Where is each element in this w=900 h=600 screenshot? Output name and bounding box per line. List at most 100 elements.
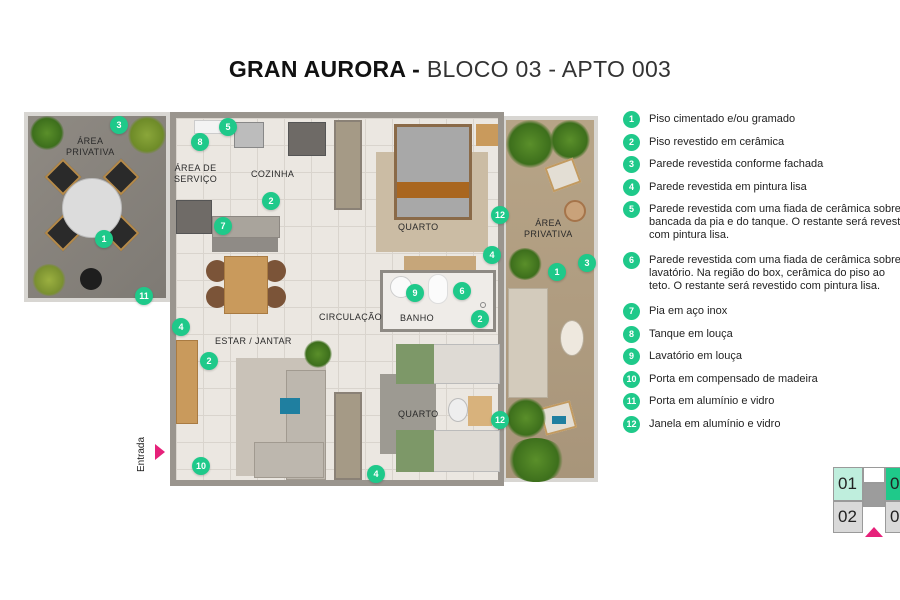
legend-badge: 2 xyxy=(623,133,640,151)
keyplan-entrance-arrow-icon xyxy=(865,527,883,537)
spec-badge[interactable]: 9 xyxy=(406,284,424,302)
legend-text: Porta em compensado de madeira xyxy=(649,372,818,385)
stove-icon xyxy=(234,122,264,148)
legend-text: Piso cimentado e/ou gramado xyxy=(649,113,796,125)
legend-badge: 4 xyxy=(623,178,640,196)
legend-badge: 10 xyxy=(623,370,640,388)
keyplan-unit-01: 01 xyxy=(833,467,863,501)
wardrobe-icon xyxy=(334,392,362,480)
legend-item: 8 Tanque em louça xyxy=(623,325,900,343)
legend-badge: 5 xyxy=(623,201,640,218)
plant-icon xyxy=(506,398,546,438)
legend-item: 11 Porta em alumínio e vidro xyxy=(623,393,900,410)
spec-badge[interactable]: 4 xyxy=(483,246,501,264)
plant-icon xyxy=(304,340,332,368)
desk-icon xyxy=(468,396,492,426)
double-bed-icon xyxy=(394,124,472,220)
plant-icon xyxy=(508,248,542,280)
blanket-icon xyxy=(396,430,434,472)
desk-chair-icon xyxy=(448,398,468,422)
stool-icon xyxy=(80,268,102,290)
room-label-cozinha: COZINHA xyxy=(251,169,295,179)
spec-badge[interactable]: 1 xyxy=(95,230,113,248)
dining-chair-icon xyxy=(206,260,228,282)
legend-text: Porta em alumínio e vidro xyxy=(649,395,775,407)
room-label-quarto-1: QUARTO xyxy=(398,222,439,232)
lounge-chair-icon xyxy=(544,157,582,193)
legend-badge: 12 xyxy=(623,415,640,433)
fridge-icon xyxy=(288,122,326,156)
legend-text: Janela em alumínio e vidro xyxy=(649,417,781,430)
nightstand-icon xyxy=(476,124,498,146)
spec-badge[interactable]: 11 xyxy=(135,287,153,305)
legend-badge: 8 xyxy=(623,325,640,343)
title-unit: BLOCO 03 - APTO 003 xyxy=(420,56,672,82)
spec-badge[interactable]: 12 xyxy=(491,206,509,224)
spec-badge[interactable]: 5 xyxy=(219,118,237,136)
spec-badge[interactable]: 6 xyxy=(453,282,471,300)
counter-icon xyxy=(212,238,278,252)
blanket-icon xyxy=(396,344,434,384)
legend-item: 10 Porta em compensado de madeira xyxy=(623,370,900,388)
spec-badge[interactable]: 2 xyxy=(471,310,489,328)
tv-rack-icon xyxy=(176,340,198,424)
round-table-icon xyxy=(62,178,122,238)
legend-badge: 9 xyxy=(623,348,640,365)
cushion-icon xyxy=(552,416,566,424)
spec-badge[interactable]: 2 xyxy=(200,352,218,370)
spec-badge[interactable]: 3 xyxy=(578,254,596,272)
shower-drain-icon xyxy=(480,302,486,308)
plant-icon xyxy=(550,120,590,160)
legend-badge: 3 xyxy=(623,156,640,173)
title-project: GRAN AURORA - xyxy=(228,56,421,82)
duvet-icon xyxy=(397,182,469,198)
spec-badge[interactable]: 2 xyxy=(262,192,280,210)
room-label-circulacao: CIRCULAÇÃO xyxy=(319,312,383,322)
legend-text: Tanque em louça xyxy=(649,327,733,340)
spec-badge[interactable]: 4 xyxy=(172,318,190,336)
spec-badge[interactable]: 4 xyxy=(367,465,385,483)
room-label-area-servico: ÁREA DE SERVIÇO xyxy=(174,163,218,184)
keyplan-core xyxy=(863,483,885,507)
plant-icon xyxy=(30,116,64,150)
legend-badge: 11 xyxy=(623,393,640,410)
room-label-banho: BANHO xyxy=(400,313,435,323)
spec-badge[interactable]: 3 xyxy=(110,116,128,134)
keyplan-stair-top xyxy=(863,467,885,483)
entrance-label: Entrada xyxy=(136,436,147,472)
keyplan-unit-02: 02 xyxy=(833,501,863,533)
plant-icon xyxy=(32,264,66,296)
wardrobe-icon xyxy=(334,120,362,210)
washer-icon xyxy=(176,200,212,234)
spec-badge[interactable]: 7 xyxy=(214,217,232,235)
coffee-table-icon xyxy=(560,320,584,356)
sofa-icon xyxy=(254,442,324,478)
throw-blanket-icon xyxy=(280,398,300,414)
legend-text: Parede revestida conforme fachada xyxy=(649,158,824,170)
plant-icon xyxy=(506,438,566,482)
room-label-quarto-2: QUARTO xyxy=(398,409,439,419)
key-plan: 01 02 0 0 xyxy=(833,467,900,542)
tray-icon xyxy=(564,200,586,222)
legend-text: Parede revestida em pintura lisa xyxy=(649,180,807,193)
spec-badge[interactable]: 10 xyxy=(192,457,210,475)
legend-item: 3 Parede revestida conforme fachada xyxy=(623,156,900,173)
area-privativa-right xyxy=(502,116,598,482)
legend-item: 12 Janela em alumínio e vidro xyxy=(623,415,900,433)
spec-badge[interactable]: 8 xyxy=(191,133,209,151)
area-privativa-left xyxy=(24,112,170,302)
dining-table-icon xyxy=(224,256,268,314)
spec-badge[interactable]: 12 xyxy=(491,411,509,429)
legend-badge: 1 xyxy=(623,111,640,128)
plant-icon xyxy=(128,116,166,154)
legend-badge: 7 xyxy=(623,303,640,320)
sofa-icon xyxy=(508,288,548,398)
spec-badge[interactable]: 1 xyxy=(548,263,566,281)
room-label-area-privativa-left: ÁREA PRIVATIVA xyxy=(66,136,115,157)
toilet-icon xyxy=(428,274,448,304)
legend-badge: 6 xyxy=(623,252,640,269)
